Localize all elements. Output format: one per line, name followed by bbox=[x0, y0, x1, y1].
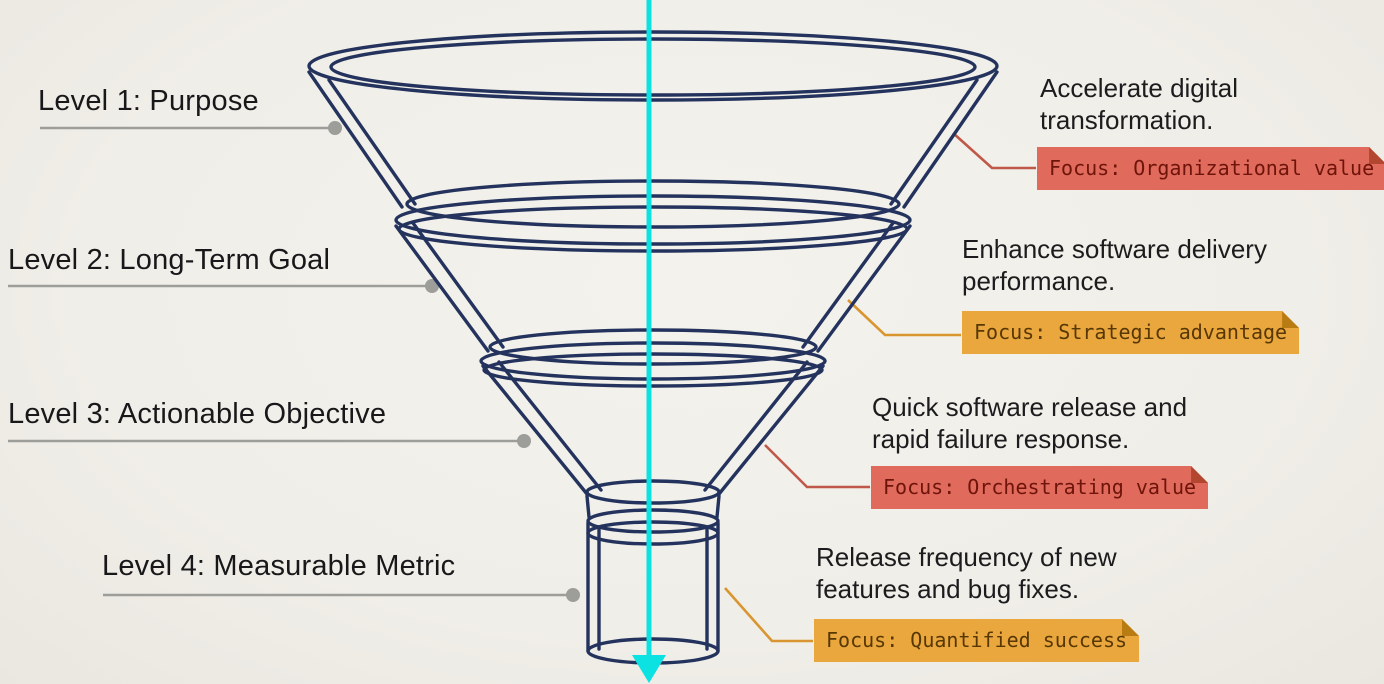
level4-description-line2: features and bug fixes. bbox=[816, 574, 1080, 604]
cone2-wall-inner bbox=[411, 221, 505, 349]
junction2-bottom-ellipse bbox=[488, 328, 818, 366]
level3-label: Level 3: Actionable Objective bbox=[8, 398, 387, 430]
cone3-wall bbox=[717, 364, 825, 496]
label-leader-dots bbox=[328, 121, 580, 602]
level2-description: Enhance software delivery performance. bbox=[962, 233, 1267, 297]
cone2-wall bbox=[394, 224, 490, 353]
level2-description-line1: Enhance software delivery bbox=[962, 234, 1267, 264]
level2-label: Level 2: Long-Term Goal bbox=[8, 244, 331, 276]
cone2-wall-inner bbox=[801, 221, 895, 349]
junction1-lip-ellipse bbox=[394, 194, 912, 246]
label-dot-level1 bbox=[328, 121, 342, 135]
neck-flare bbox=[585, 494, 591, 519]
level1-label: Level 1: Purpose bbox=[38, 85, 259, 117]
leader-level1 bbox=[952, 132, 1036, 170]
leader-level3 bbox=[764, 444, 870, 489]
axis-arrow bbox=[632, 0, 666, 683]
level2-description-line2: performance. bbox=[962, 266, 1116, 296]
cone2-wall bbox=[816, 224, 912, 353]
axis-arrow-head-icon bbox=[632, 655, 666, 683]
funnel-top-outer-rim bbox=[307, 30, 999, 102]
cone1-wall-inner bbox=[327, 78, 417, 206]
level4-description: Release frequency of new features and bu… bbox=[816, 541, 1117, 605]
cylinder-top-rim bbox=[586, 508, 720, 534]
level3-description: Quick software release and rapid failure… bbox=[872, 391, 1187, 455]
level3-focus-badge: Focus: Orchestrating value bbox=[871, 466, 1208, 509]
level4-label: Level 4: Measurable Metric bbox=[102, 550, 456, 582]
cone3-wall bbox=[481, 364, 589, 496]
level1-description: Accelerate digital transformation. bbox=[1040, 72, 1238, 136]
cone3-wall-inner bbox=[703, 360, 809, 492]
badge-leader-lines bbox=[724, 132, 1036, 643]
neck-ellipse bbox=[585, 479, 721, 505]
label-leader-lines bbox=[8, 126, 572, 597]
junction2-lip-ellipse2 bbox=[482, 352, 824, 388]
level3-description-line2: rapid failure response. bbox=[872, 424, 1130, 454]
level1-description-line2: transformation. bbox=[1040, 105, 1214, 135]
level3-description-line1: Quick software release and bbox=[872, 392, 1188, 422]
leader-level2 bbox=[847, 299, 961, 337]
leader-level4 bbox=[724, 587, 813, 643]
junction2-lip-ellipse bbox=[479, 341, 827, 381]
cone1-wall bbox=[307, 70, 404, 209]
label-dot-level3 bbox=[517, 434, 531, 448]
funnel-top-inner-rim bbox=[329, 37, 977, 97]
level4-description-line1: Release frequency of new bbox=[816, 542, 1117, 572]
level1-description-line1: Accelerate digital bbox=[1040, 73, 1238, 103]
neck-flare bbox=[715, 494, 721, 519]
junction1-bottom-ellipse bbox=[405, 179, 901, 229]
label-dot-level4 bbox=[566, 588, 580, 602]
cone1-wall bbox=[902, 70, 999, 209]
funnel-wireframe bbox=[307, 30, 999, 665]
level4-focus-badge: Focus: Quantified success bbox=[814, 619, 1139, 662]
cone1-wall-inner bbox=[889, 78, 979, 206]
cone3-wall-inner bbox=[497, 360, 603, 492]
level2-focus-badge: Focus: Strategic advantage bbox=[962, 311, 1299, 354]
level1-focus-badge: Focus: Organizational value bbox=[1037, 147, 1384, 190]
